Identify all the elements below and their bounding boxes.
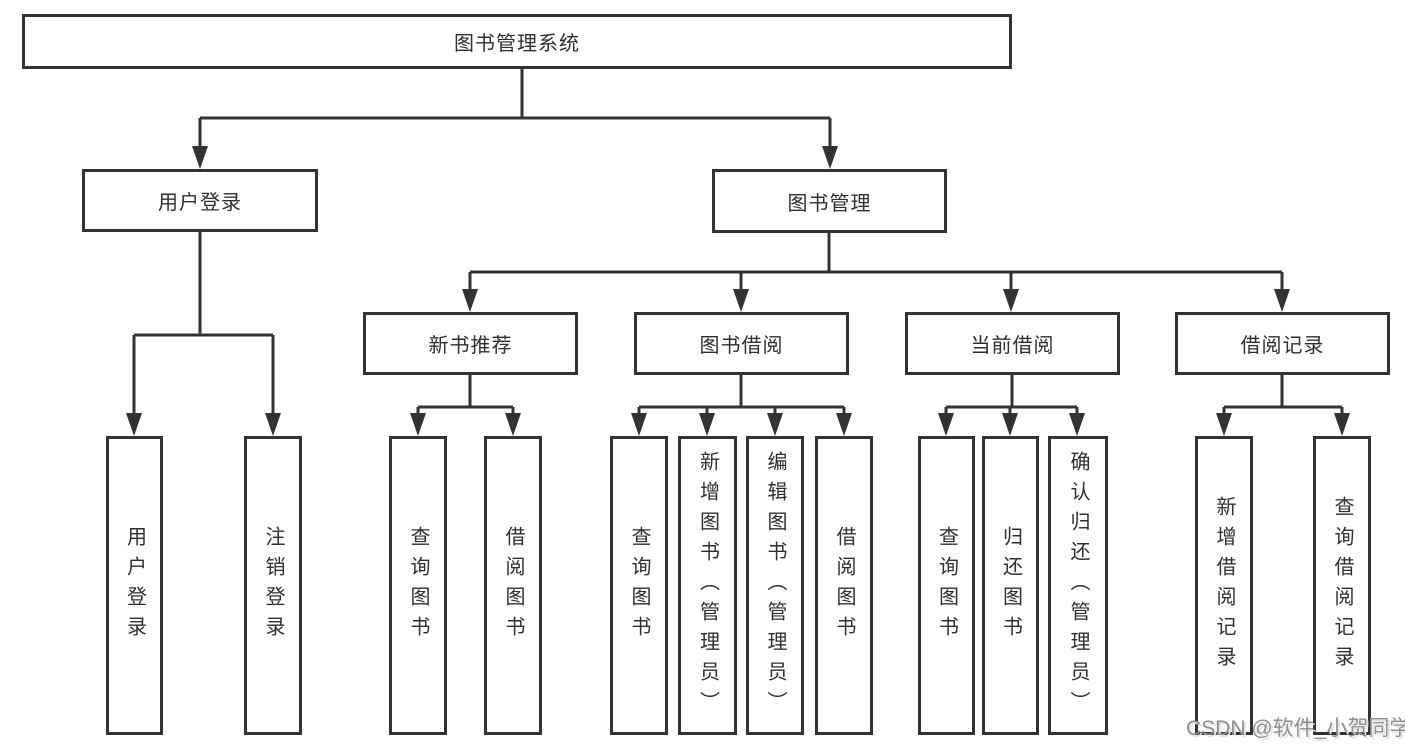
leaf-borrow-books-label: 借阅图书 bbox=[833, 525, 855, 646]
node-new-book-recommend: 新书推荐 bbox=[363, 312, 578, 375]
leaf-return-books-label: 归还图书 bbox=[999, 525, 1022, 646]
leaf-newbook-borrow-books: 借阅图书 bbox=[484, 436, 542, 735]
leaf-query-borrow-record: 查询借阅记录 bbox=[1313, 436, 1371, 735]
leaf-newbook-borrow-books-label: 借阅图书 bbox=[502, 525, 524, 646]
arrow-down-icon bbox=[1274, 289, 1290, 312]
arrow-down-icon bbox=[505, 413, 521, 436]
arrow-down-icon bbox=[631, 413, 647, 436]
arrow-down-icon bbox=[767, 413, 783, 436]
leaf-confirm-return-admin: 确认归还（管理员） bbox=[1048, 436, 1108, 735]
arrow-down-icon bbox=[265, 413, 281, 436]
leaf-user-login: 用户登录 bbox=[106, 436, 163, 735]
leaf-newbook-query-books: 查询图书 bbox=[389, 436, 447, 735]
leaf-query-borrow-record-label: 查询借阅记录 bbox=[1331, 495, 1353, 676]
node-new-book-recommend-label: 新书推荐 bbox=[428, 335, 513, 357]
csdn-watermark: CSDN @软件_小贺同学 bbox=[1186, 717, 1405, 740]
edge-user-login-bus bbox=[132, 232, 275, 417]
edge-root-bus bbox=[198, 69, 832, 150]
node-borrow-records: 借阅记录 bbox=[1175, 312, 1390, 375]
leaf-borrow-query-books: 查询图书 bbox=[610, 436, 668, 735]
node-root-label: 图书管理系统 bbox=[454, 33, 580, 55]
node-book-borrow: 图书借阅 bbox=[634, 312, 849, 375]
leaf-current-query-books-label: 查询图书 bbox=[935, 525, 958, 646]
node-user-login-label: 用户登录 bbox=[158, 192, 242, 214]
arrow-down-icon bbox=[126, 413, 142, 436]
arrow-down-icon bbox=[699, 413, 715, 436]
edge-new-book-bus bbox=[416, 375, 515, 417]
leaf-edit-books-admin-label: 编辑图书（管理员） bbox=[764, 450, 786, 721]
arrow-down-icon bbox=[822, 146, 838, 169]
leaf-edit-books-admin: 编辑图书（管理员） bbox=[746, 436, 804, 735]
leaf-borrow-query-books-label: 查询图书 bbox=[628, 525, 650, 646]
leaf-newbook-query-books-label: 查询图书 bbox=[407, 525, 429, 646]
arrow-down-icon bbox=[192, 146, 208, 169]
leaf-add-borrow-record-label: 新增借阅记录 bbox=[1213, 495, 1235, 676]
node-borrow-records-label: 借阅记录 bbox=[1240, 335, 1325, 357]
edge-book-mgmt-bus bbox=[468, 233, 1284, 293]
arrow-down-icon bbox=[462, 289, 478, 312]
arrow-down-icon bbox=[410, 413, 426, 436]
node-user-login: 用户登录 bbox=[82, 169, 318, 232]
leaf-add-books-admin-label: 新增图书（管理员） bbox=[696, 450, 719, 721]
node-book-management-label: 图书管理 bbox=[787, 192, 872, 215]
leaf-add-books-admin: 新增图书（管理员） bbox=[678, 436, 737, 735]
node-current-borrow-label: 当前借阅 bbox=[970, 335, 1055, 357]
arrow-down-icon bbox=[938, 413, 954, 436]
node-book-borrow-label: 图书借阅 bbox=[699, 335, 784, 357]
leaf-borrow-books: 借阅图书 bbox=[815, 436, 873, 735]
node-current-borrow: 当前借阅 bbox=[905, 312, 1120, 375]
arrow-down-icon bbox=[1334, 413, 1350, 436]
edge-borrow-record-bus bbox=[1222, 375, 1344, 417]
arrow-down-icon bbox=[733, 289, 749, 312]
node-book-management: 图书管理 bbox=[712, 169, 947, 233]
arrow-down-icon bbox=[1003, 289, 1019, 312]
leaf-add-borrow-record: 新增借阅记录 bbox=[1195, 436, 1253, 735]
leaf-confirm-return-admin-label: 确认归还（管理员） bbox=[1067, 450, 1089, 721]
node-root: 图书管理系统 bbox=[22, 14, 1012, 69]
leaf-logout-label: 注销登录 bbox=[262, 525, 284, 646]
arrow-down-icon bbox=[1069, 413, 1085, 436]
edge-current-borrow-bus bbox=[944, 375, 1079, 417]
leaf-current-query-books: 查询图书 bbox=[918, 436, 975, 735]
arrow-down-icon bbox=[836, 413, 852, 436]
edge-book-borrow-bus bbox=[637, 375, 846, 417]
leaf-logout: 注销登录 bbox=[244, 436, 302, 735]
leaf-user-login-label: 用户登录 bbox=[123, 525, 146, 646]
arrow-down-icon bbox=[1216, 413, 1232, 436]
arrow-down-icon bbox=[1002, 413, 1018, 436]
leaf-return-books: 归还图书 bbox=[982, 436, 1039, 735]
